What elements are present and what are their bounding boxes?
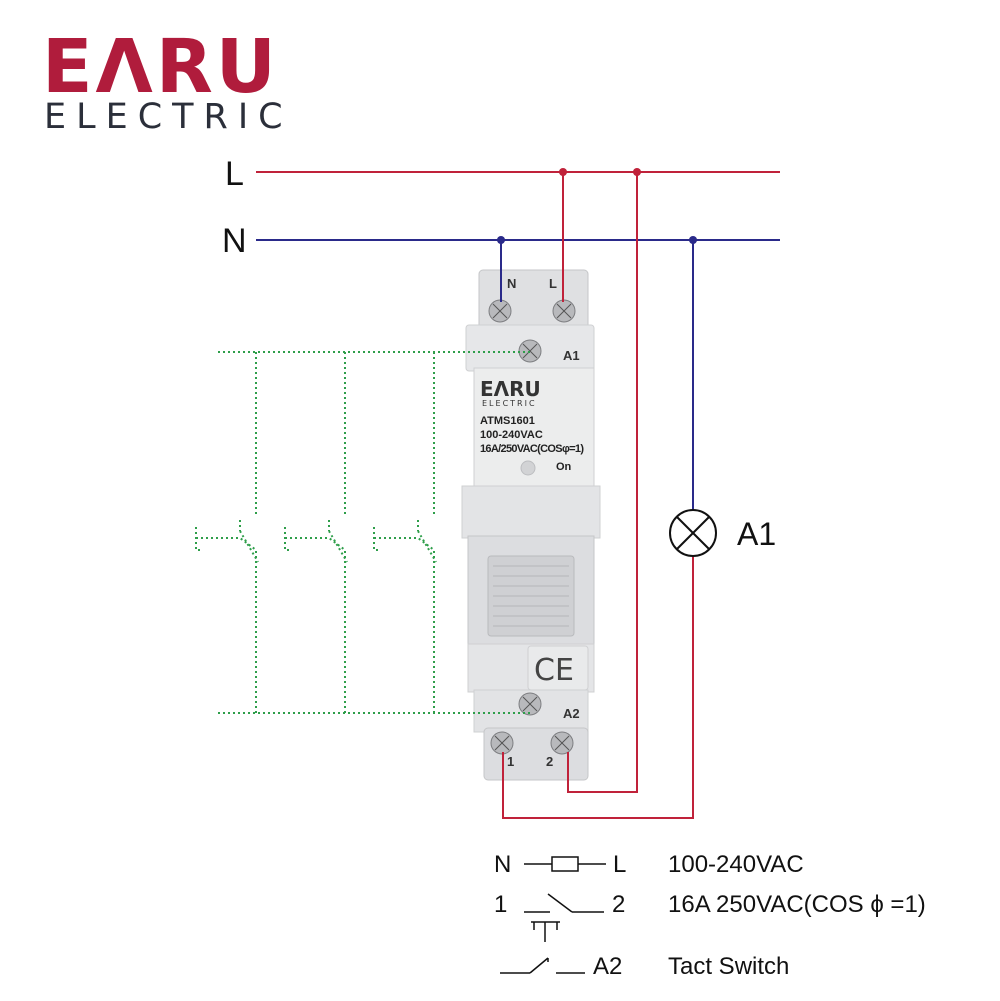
- tact-switch-3: [373, 352, 437, 713]
- legend-coil-text: 100-240VAC: [668, 851, 804, 878]
- lamp: A1: [669, 509, 776, 557]
- terminal-screw-n: [488, 299, 512, 323]
- device-model: ATMS1601: [480, 415, 535, 427]
- tact-symbol-icon: [500, 921, 585, 974]
- wire-lamp-to-terminal-1: [502, 556, 694, 819]
- legend-contact-left: 1: [494, 891, 507, 918]
- terminal-l-label: L: [549, 276, 557, 291]
- legend-row-contact: 1 2 16A 250VAC(COS ϕ =1): [494, 891, 926, 918]
- coil-symbol-icon: [551, 856, 579, 872]
- line-bus-label: L: [225, 155, 244, 193]
- terminal-a2-label: A2: [563, 706, 580, 721]
- legend-contact-right: 2: [612, 891, 625, 918]
- logo-brand: EΛRU: [42, 24, 279, 110]
- device-brand: EΛRU: [480, 377, 541, 401]
- tact-switch-1: [195, 352, 259, 713]
- brand-logo: EΛRU ELECTRIC: [42, 24, 293, 137]
- indicator-led: [520, 460, 536, 476]
- relay-device: EΛRU ELECTRIC ATMS1601 100-240VAC 16A/25…: [461, 269, 601, 781]
- terminal-screw-a2: [518, 692, 542, 716]
- legend-tact-text: Tact Switch: [668, 953, 789, 980]
- legend-row-tact: A2 Tact Switch: [500, 921, 789, 980]
- symbol-legend: N L 100-240VAC 1 2 16A 250VAC(COS ϕ =1): [494, 851, 926, 980]
- legend-coil-right: L: [613, 851, 626, 878]
- legend-coil-left: N: [494, 851, 511, 878]
- ce-mark: CE: [534, 653, 574, 688]
- wires: [497, 168, 697, 819]
- tact-switch-2: [284, 352, 348, 713]
- indicator-label: On: [556, 461, 572, 473]
- power-bus: L N: [222, 155, 780, 260]
- device-rating: 16A/250VAC(COSφ=1): [480, 443, 584, 455]
- legend-row-coil: N L 100-240VAC: [494, 851, 804, 878]
- contact-symbol-icon: [547, 893, 573, 913]
- device-voltage: 100-240VAC: [480, 429, 543, 441]
- wire-line-to-terminal-2: [567, 172, 638, 793]
- device-brand-sub: ELECTRIC: [482, 399, 537, 408]
- legend-contact-text: 16A 250VAC(COS ϕ =1): [668, 891, 926, 918]
- legend-tact-right: A2: [593, 953, 622, 980]
- terminal-2-label: 2: [546, 754, 553, 769]
- tact-switch-wiring: [195, 351, 530, 714]
- terminal-screw-2: [550, 731, 574, 755]
- terminal-n-label: N: [507, 276, 516, 291]
- terminal-screw-1: [490, 731, 514, 755]
- neutral-bus-label: N: [222, 222, 247, 260]
- logo-subtitle: ELECTRIC: [44, 97, 293, 137]
- terminal-a1-label: A1: [563, 348, 580, 363]
- terminal-1-label: 1: [507, 754, 514, 769]
- terminal-screw-l: [552, 299, 576, 323]
- lamp-label: A1: [737, 516, 776, 552]
